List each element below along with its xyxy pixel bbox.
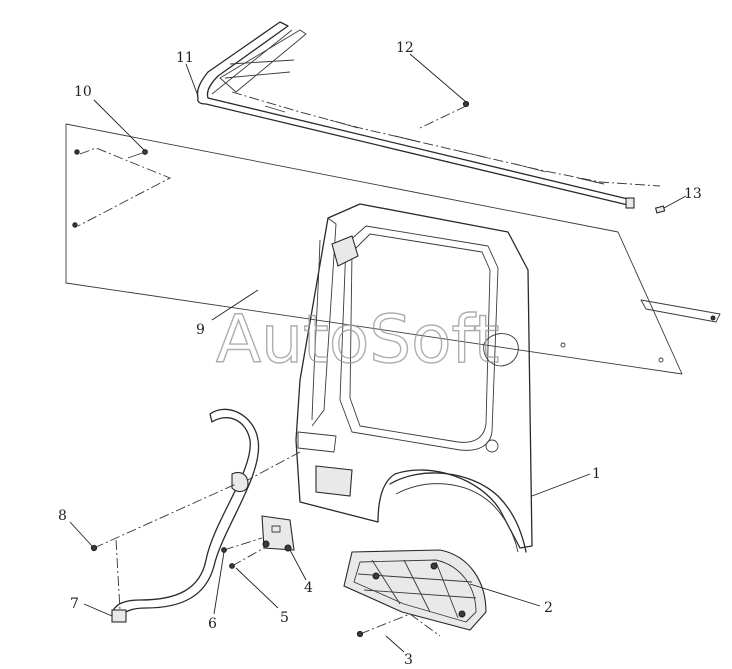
callout-leaders: [69, 53, 687, 653]
callout-6: 6: [208, 616, 217, 632]
callout-9: 9: [196, 322, 205, 338]
part-3-bolt: [356, 613, 441, 638]
part-1-main-trim: [243, 203, 533, 553]
part-13-fastener: [654, 205, 666, 214]
callout-5: 5: [280, 610, 289, 626]
callout-10: 10: [74, 84, 92, 100]
callout-11: 11: [176, 50, 194, 66]
callout-numbers: 1 2 3 4 5 6 7 8 9 10 11 12 13: [58, 40, 702, 668]
callout-3: 3: [404, 652, 413, 668]
part-9-panel: [65, 123, 721, 375]
part-10-fastener: [127, 149, 148, 159]
part-11-upper-strip: [196, 21, 661, 209]
callout-13: 13: [684, 186, 702, 202]
callout-4: 4: [304, 580, 313, 596]
callout-12: 12: [396, 40, 414, 56]
part-4-bracket: [261, 515, 295, 552]
part-2-lower-panel: [343, 549, 487, 631]
watermark: AutoSoft: [216, 301, 499, 378]
callout-2: 2: [544, 600, 553, 616]
part-8-screw: [90, 483, 237, 611]
part-6-screw: [221, 537, 263, 553]
callout-8: 8: [58, 508, 67, 524]
part-5-screw: [229, 547, 265, 569]
part-12-fastener: [419, 100, 470, 129]
part-7-handle: [111, 408, 260, 623]
callout-7: 7: [70, 596, 79, 612]
callout-1: 1: [592, 466, 601, 482]
